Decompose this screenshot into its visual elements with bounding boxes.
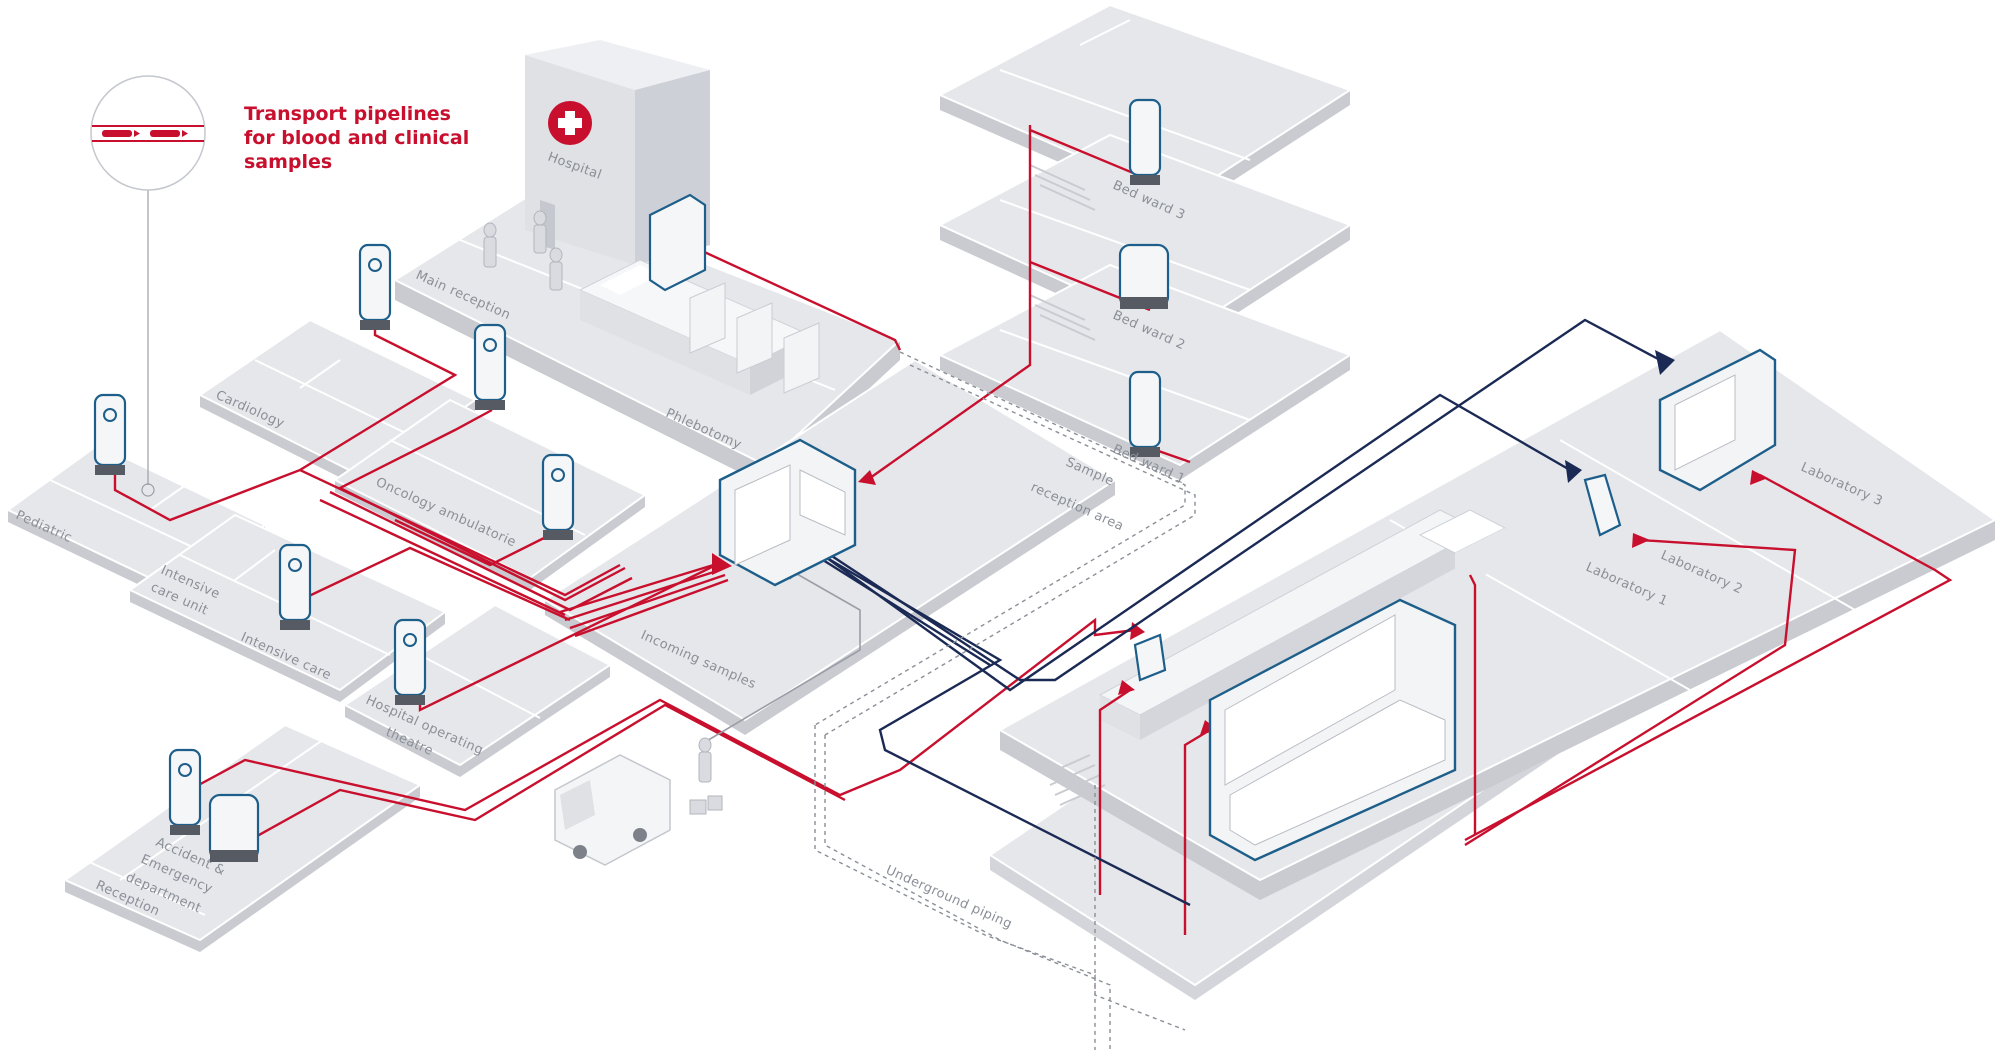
operating-theatre-floor [343, 603, 612, 777]
lab-stairs [1044, 754, 1106, 806]
send-station-emergency [168, 748, 260, 862]
send-station-cardiology [358, 243, 392, 330]
lab-3-analyzer [1658, 348, 1777, 492]
lab-receive-station-2 [1583, 473, 1622, 537]
legend-title-line-1: Transport pipelines [244, 103, 451, 125]
send-station-bed-ward-3 [1128, 98, 1162, 185]
phlebotomy-partitions [689, 282, 820, 394]
ward-stairs [1029, 164, 1096, 341]
hospital-building [525, 40, 710, 265]
lab-bench [1098, 509, 1507, 740]
delivery-van [554, 754, 671, 866]
pipeline-capsule-icon [92, 125, 204, 142]
legend-title-line-2: for blood and clinical [244, 127, 469, 149]
lab-1-analyzer-line [1208, 598, 1457, 862]
navy-arrowheads [1565, 350, 1675, 483]
legend: Transport pipelines for blood and clinic… [90, 75, 469, 497]
underground-dashed [814, 351, 1196, 1050]
courier-person [689, 737, 723, 815]
lab-receive-station-1 [1133, 633, 1167, 682]
send-station-pediatric [93, 393, 127, 475]
label-underground-piping: Underground piping [883, 863, 1014, 932]
phlebotomy-station [648, 193, 707, 292]
send-station-operating [393, 618, 427, 705]
people [483, 210, 563, 291]
sample-reception-machine [718, 438, 857, 587]
send-station-main [473, 323, 507, 410]
red-pipelines [113, 125, 1953, 935]
navy-pipelines [799, 318, 1661, 907]
send-station-icu [278, 543, 312, 630]
send-station-bed-ward-2 [1118, 243, 1170, 309]
send-station-oncology [541, 453, 575, 540]
send-station-bed-ward-1 [1128, 370, 1162, 457]
medical-cross-icon [548, 101, 592, 145]
legend-title-line-3: samples [244, 151, 332, 173]
